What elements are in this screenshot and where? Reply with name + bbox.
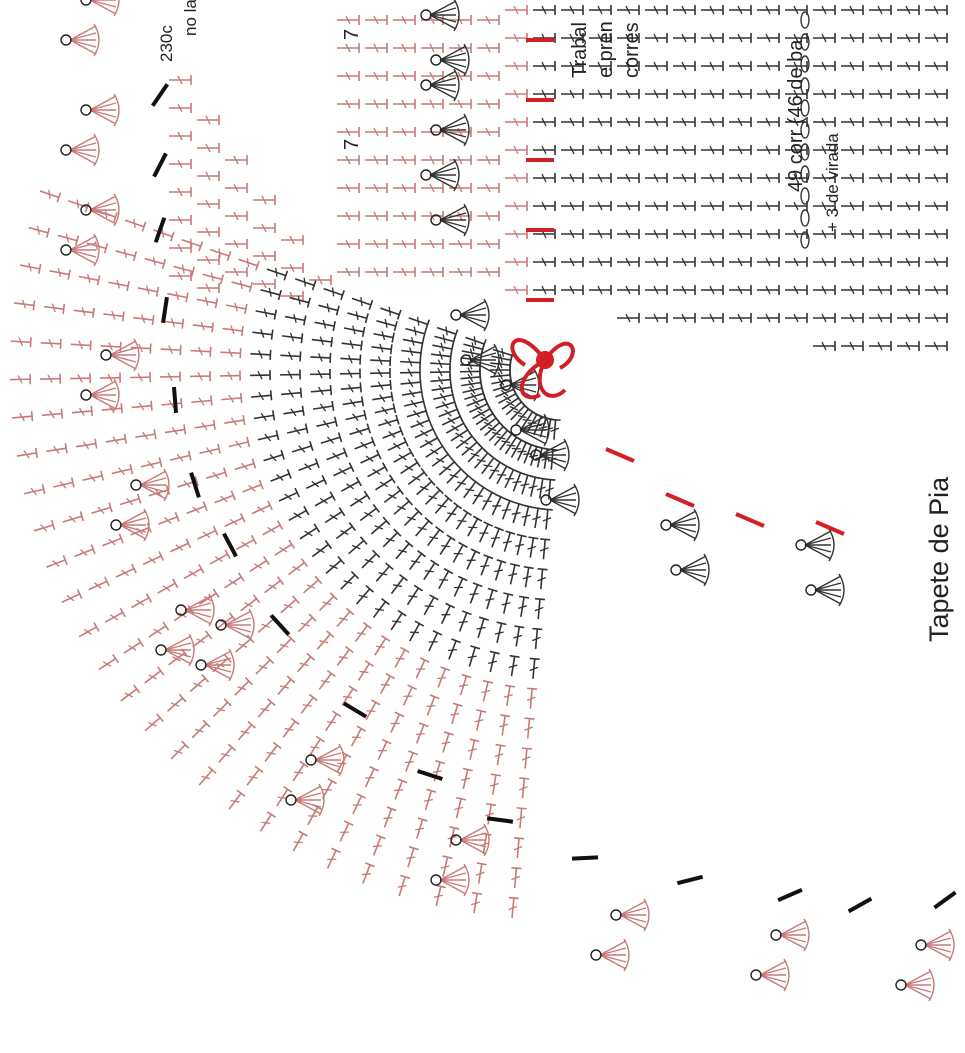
instruction-line-1: Trabal [569, 22, 591, 78]
instruction-line-2: e pren [595, 21, 617, 78]
stitch-count-label: 230c [157, 25, 176, 62]
start-ring-icon [512, 340, 572, 397]
turning-chain-label: + 3 de virada [823, 133, 842, 232]
row-number-a: 7 [341, 29, 363, 40]
chain-count-label: 49 corr (46 de ba [785, 39, 807, 192]
chart-title: Tapete de Pia [924, 476, 954, 642]
row-number-b: 7 [341, 139, 363, 150]
note-label: no la [181, 0, 200, 36]
instruction-line-3: corres [621, 22, 643, 78]
